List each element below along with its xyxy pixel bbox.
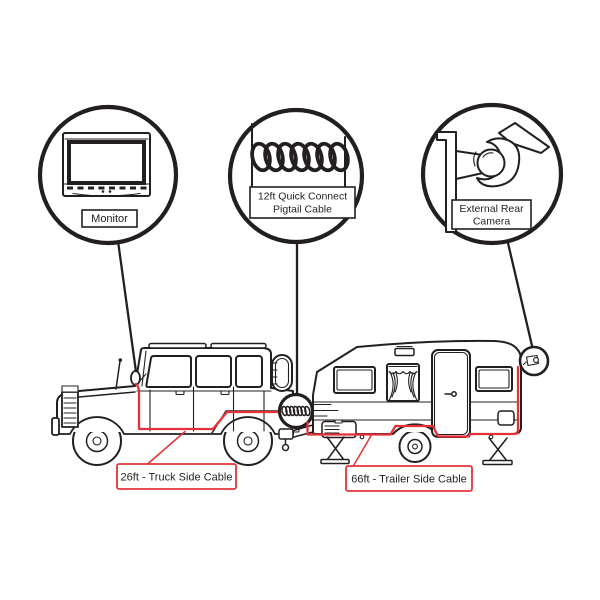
- callout-pigtail: 12ft Quick Connect Pigtail Cable: [227, 107, 365, 245]
- truck-window-rear: [235, 355, 263, 388]
- pigtail-label-line1: 12ft Quick Connect: [258, 191, 347, 203]
- truck-body-outline: [56, 347, 294, 435]
- trailer-tongue: [278, 424, 314, 452]
- truck-illustration: [51, 342, 300, 466]
- monitor-label-box: [81, 209, 138, 228]
- camera-label-line1: External Rear: [459, 203, 524, 215]
- truck-front-bumper: [51, 417, 60, 436]
- truck-antenna: [115, 360, 121, 390]
- truck-roof-rail-rear: [210, 342, 267, 349]
- trailer-window-rear: [475, 366, 513, 392]
- trailer-jack-front: [320, 436, 350, 465]
- trailer-rivet-rear: [488, 434, 494, 440]
- truck-door-handle-front: [175, 390, 185, 396]
- truck-side-mirror: [130, 370, 141, 386]
- truck-cable-label-leader: [146, 430, 186, 466]
- trailer-roof-vent: [394, 347, 415, 357]
- trailer-cable-label-text: 66ft - Trailer Side Cable: [351, 474, 467, 486]
- trailer-jockey-wheel: [281, 443, 290, 452]
- truck-antenna-tip: [118, 358, 123, 362]
- pigtail-callout-circle: [227, 107, 365, 245]
- quick-connect-point: [277, 392, 339, 430]
- callout-leader-lines: [116, 239, 535, 397]
- leader-line-camera: [506, 241, 535, 352]
- trailer-camera-icon: [522, 354, 540, 367]
- quick-connect-coil-icon: [281, 405, 311, 417]
- truck-headlight: [61, 385, 79, 393]
- truck-front-wheel: [72, 432, 122, 466]
- truck-rear-wheel: [223, 432, 273, 466]
- truck-hood-lines: [78, 385, 136, 398]
- truck-window-middle: [195, 355, 232, 388]
- truck-bottom-edge: [56, 416, 294, 435]
- pigtail-label-line2: Pigtail Cable: [273, 204, 332, 216]
- truck-roof-rail-front: [148, 342, 207, 349]
- camera-label-line2: Camera: [473, 216, 511, 228]
- truck-grille-slats: [63, 397, 77, 424]
- trailer-door-handle: [451, 391, 457, 397]
- trailer-coupler: [278, 428, 294, 440]
- trailer-jack-rear: [482, 437, 513, 466]
- truck-cable-label: 26ft - Truck Side Cable: [116, 430, 237, 490]
- trailer-rear-hatch: [497, 410, 515, 426]
- trailer-cable-label-box: [345, 465, 473, 492]
- truck-cable-label-box: [116, 463, 237, 490]
- truck-window-front: [145, 355, 192, 388]
- trailer-wheel: [398, 432, 432, 463]
- truck-spare-tread: [272, 362, 278, 385]
- trailer-cable-label-leader: [352, 433, 373, 468]
- trailer-window-front: [333, 366, 376, 394]
- monitor-label-text: Monitor: [91, 213, 128, 225]
- truck-grille: [61, 391, 79, 428]
- truck-spare-tire: [271, 354, 293, 392]
- trailer-rivet-front: [359, 434, 365, 440]
- pigtail-label-box: [249, 186, 356, 219]
- monitor-buttons: [67, 186, 147, 190]
- coiled-cable-icon: [250, 123, 350, 188]
- truck-side-cable-path: [134, 382, 282, 431]
- quick-connect-motion-lines: [312, 403, 339, 417]
- quick-connect-circle: [277, 392, 315, 430]
- camera-mount-point: [518, 345, 550, 377]
- leader-line-monitor: [116, 239, 139, 381]
- monitor-icon: [62, 132, 151, 197]
- callout-rear-camera: External Rear Camera: [420, 102, 564, 246]
- truck-spare-tire-inner: [274, 357, 290, 389]
- truck-wheels: [72, 432, 273, 466]
- trailer-cable-label: 66ft - Trailer Side Cable: [345, 433, 473, 492]
- truck-door-handle-rear: [220, 390, 230, 396]
- callout-monitor: Monitor: [37, 104, 179, 246]
- trailer-side-cable-path: [306, 365, 520, 438]
- rear-camera-icon: [436, 122, 550, 233]
- trailer-illustration: [278, 339, 522, 466]
- camera-label-box: [451, 199, 532, 230]
- trailer-door: [431, 349, 471, 438]
- truck-cable-label-text: 26ft - Truck Side Cable: [121, 472, 233, 484]
- truck-door-seams: [136, 386, 272, 432]
- trailer-curtain-window: [386, 363, 420, 402]
